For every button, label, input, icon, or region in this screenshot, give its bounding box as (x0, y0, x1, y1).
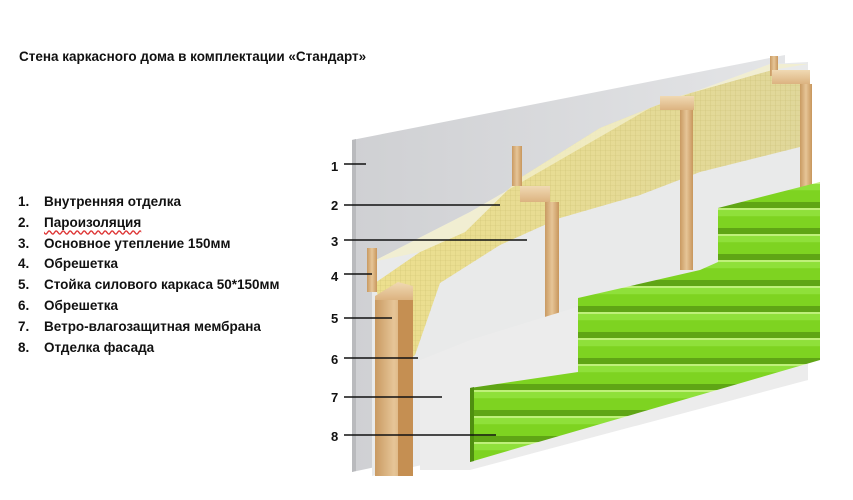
stud-right-post (680, 110, 693, 270)
callout-label-3: 3 (331, 234, 338, 249)
callout-label-8: 8 (331, 429, 338, 444)
stud-mid (520, 186, 550, 202)
legend-item-2: 2.Пароизоляция (18, 214, 142, 230)
diagram-title: Стена каркасного дома в комплектации «Ст… (19, 49, 367, 64)
legend-item-5: 5.Стойка силового каркаса 50*150мм (18, 277, 280, 293)
insulation-top-face (372, 64, 808, 262)
callout-label-4: 4 (331, 269, 339, 284)
legend-item-7: 7.Ветро-влагозащитная мембрана (18, 318, 261, 334)
drywall-edge (352, 139, 356, 472)
callout-label-7: 7 (331, 390, 338, 405)
legend-item-4: 4.Обрешетка (18, 256, 119, 272)
batten-right-top (770, 56, 778, 76)
stud-far-right-top (772, 70, 810, 84)
callout-1: 1 (331, 159, 366, 174)
callout-2: 2 (331, 198, 500, 213)
callout-6: 6 (331, 352, 418, 367)
callout-label-6: 6 (331, 352, 338, 367)
facade-siding (470, 182, 820, 462)
legend-list: 1.Внутренняя отделка 2.Пароизоляция 3.Ос… (18, 194, 279, 360)
batten-mid (512, 146, 522, 186)
callout-4: 4 (331, 269, 372, 284)
callout-label-1: 1 (331, 159, 338, 174)
callout-3: 3 (331, 234, 527, 249)
stud-right-top (660, 96, 694, 110)
stud-left-front (398, 300, 413, 476)
callout-8: 8 (331, 429, 496, 444)
batten-left-top (367, 248, 377, 292)
stud-left-top (375, 282, 413, 300)
callout-7: 7 (331, 390, 442, 405)
legend-item-8: 8.Отделка фасада (18, 339, 155, 355)
legend-item-6: 6.Обрешетка (18, 297, 119, 313)
legend-item-3: 3.Основное утепление 150мм (18, 235, 231, 251)
legend-item-1: 1.Внутренняя отделка (18, 194, 182, 209)
facade-siding-edge (470, 387, 474, 462)
callout-label-5: 5 (331, 311, 338, 326)
insulation-mesh (375, 70, 808, 372)
callout-label-2: 2 (331, 198, 338, 213)
callout-5: 5 (331, 311, 392, 326)
